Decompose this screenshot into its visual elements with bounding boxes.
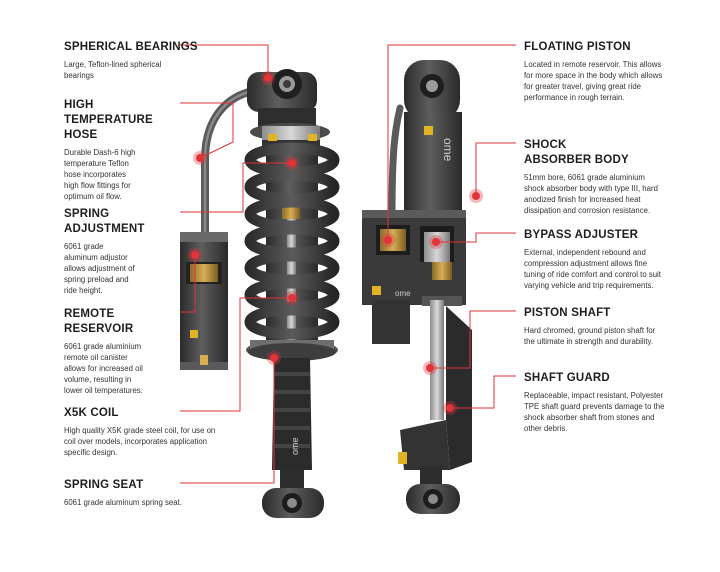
callout-title: X5K COIL (64, 407, 119, 419)
right-top-eye (404, 60, 460, 120)
brand-mark-right-2: ome (395, 289, 411, 298)
callout-x5k-coil: X5K COIL High quality X5K grade steel coi… (64, 406, 264, 458)
shaft-guard-leader (450, 375, 516, 409)
left-shock-assembly: ome (180, 69, 340, 518)
x5k-coil-hotspot (288, 294, 296, 302)
callout-high-temperature-hose: HIGH TEMPERATURE HOSE Durable Dash-6 high… (64, 98, 184, 202)
x5k-coil-leader (180, 297, 292, 412)
leader-lines (180, 44, 516, 484)
piston-shaft-leader (430, 310, 516, 369)
callout-title: FLOATING PISTON (524, 41, 631, 53)
callout-title: PISTON SHAFT (524, 307, 611, 319)
floating-piston-leader (387, 44, 516, 240)
shaft-guard-hotspot (446, 404, 454, 412)
bypass-adjuster-leader (436, 232, 516, 243)
shock-absorber-body-leader (475, 142, 516, 196)
high-temperature-hose-hotspot (196, 154, 204, 162)
right-bottom-eye (406, 466, 460, 514)
brand-mark-right: ome (441, 138, 455, 162)
callout-description: Durable Dash-6 high temperature Teflon h… (64, 148, 136, 201)
callout-title: SPHERICAL BEARINGS (64, 41, 198, 53)
spring-adjustment-hotspot (288, 159, 296, 167)
callout-spring-adjustment: SPRING ADJUSTMENT 6061 grade aluminum adj… (64, 207, 174, 296)
spring-adjustment-leader (180, 162, 292, 213)
callout-shaft-guard: SHAFT GUARD Replaceable, impact resistant… (524, 371, 709, 434)
shaft-guard (398, 306, 472, 470)
callout-remote-reservoir: REMOTE RESERVOIR 6061 grade aluminium rem… (64, 307, 184, 396)
callout-piston-shaft: PISTON SHAFT Hard chromed, ground piston … (524, 306, 709, 347)
remote-reservoir (180, 232, 228, 370)
right-shock-assembly: ome ome (362, 60, 472, 514)
spherical-bearings-leader (180, 44, 269, 78)
callout-title: SPRING SEAT (64, 479, 144, 491)
remote-reservoir-leader (180, 255, 196, 313)
callout-shock-absorber-body: SHOCK ABSORBER BODY 51mm bore, 6061 grade… (524, 138, 709, 216)
callout-description: 51mm bore, 6061 grade aluminium shock ab… (524, 173, 658, 215)
callout-description: Located in remote reservoir. This allows… (524, 60, 663, 102)
callout-title: SPRING ADJUSTMENT (64, 208, 145, 235)
callout-description: High quality X5K grade steel coil, for u… (64, 426, 216, 457)
callout-spherical-bearings: SPHERICAL BEARINGS Large, Teflon-lined sp… (64, 40, 234, 81)
callout-description: Hard chromed, ground piston shaft for th… (524, 326, 656, 346)
callout-title: SHOCK ABSORBER BODY (524, 139, 629, 166)
spring-seat (246, 340, 338, 361)
high-temperature-hose-leader (180, 102, 234, 159)
bypass-adjuster-hotspot (432, 238, 440, 246)
callout-description: External, independent rebound and compre… (524, 248, 661, 290)
floating-piston-hotspot (384, 236, 392, 244)
spring-seat-leader (180, 358, 275, 484)
callout-description: Replaceable, impact resistant, Polyester… (524, 391, 665, 433)
piston-shaft-hotspot (426, 364, 434, 372)
callout-bypass-adjuster: BYPASS ADJUSTER External, independent reb… (524, 228, 714, 291)
remote-reservoir-hotspot (191, 251, 199, 259)
spherical-bearings-hotspot (264, 74, 272, 82)
callout-description: Large, Teflon-lined spherical bearings (64, 60, 162, 80)
callout-description: 6061 grade aluminium remote oil canister… (64, 342, 143, 395)
callout-description: 6061 grade aluminum adjustor allows adju… (64, 242, 135, 295)
callout-title: HIGH TEMPERATURE HOSE (64, 99, 153, 141)
callout-title: SHAFT GUARD (524, 372, 610, 384)
callout-description: 6061 grade aluminum spring seat. (64, 498, 182, 507)
bottom-eye-mount (262, 468, 324, 518)
x5k-coil (244, 142, 340, 340)
brand-mark-left: ome (290, 437, 300, 455)
callout-title: REMOTE RESERVOIR (64, 308, 134, 335)
spring-seat-hotspot (270, 354, 278, 362)
coil-turn (244, 304, 340, 340)
shock-absorber-body-hotspot (472, 192, 480, 200)
callout-floating-piston: FLOATING PISTON Located in remote reservo… (524, 40, 709, 103)
top-eye-mount (247, 69, 317, 128)
callout-spring-seat: SPRING SEAT 6061 grade aluminum spring se… (64, 478, 264, 508)
callout-title: BYPASS ADJUSTER (524, 229, 639, 241)
